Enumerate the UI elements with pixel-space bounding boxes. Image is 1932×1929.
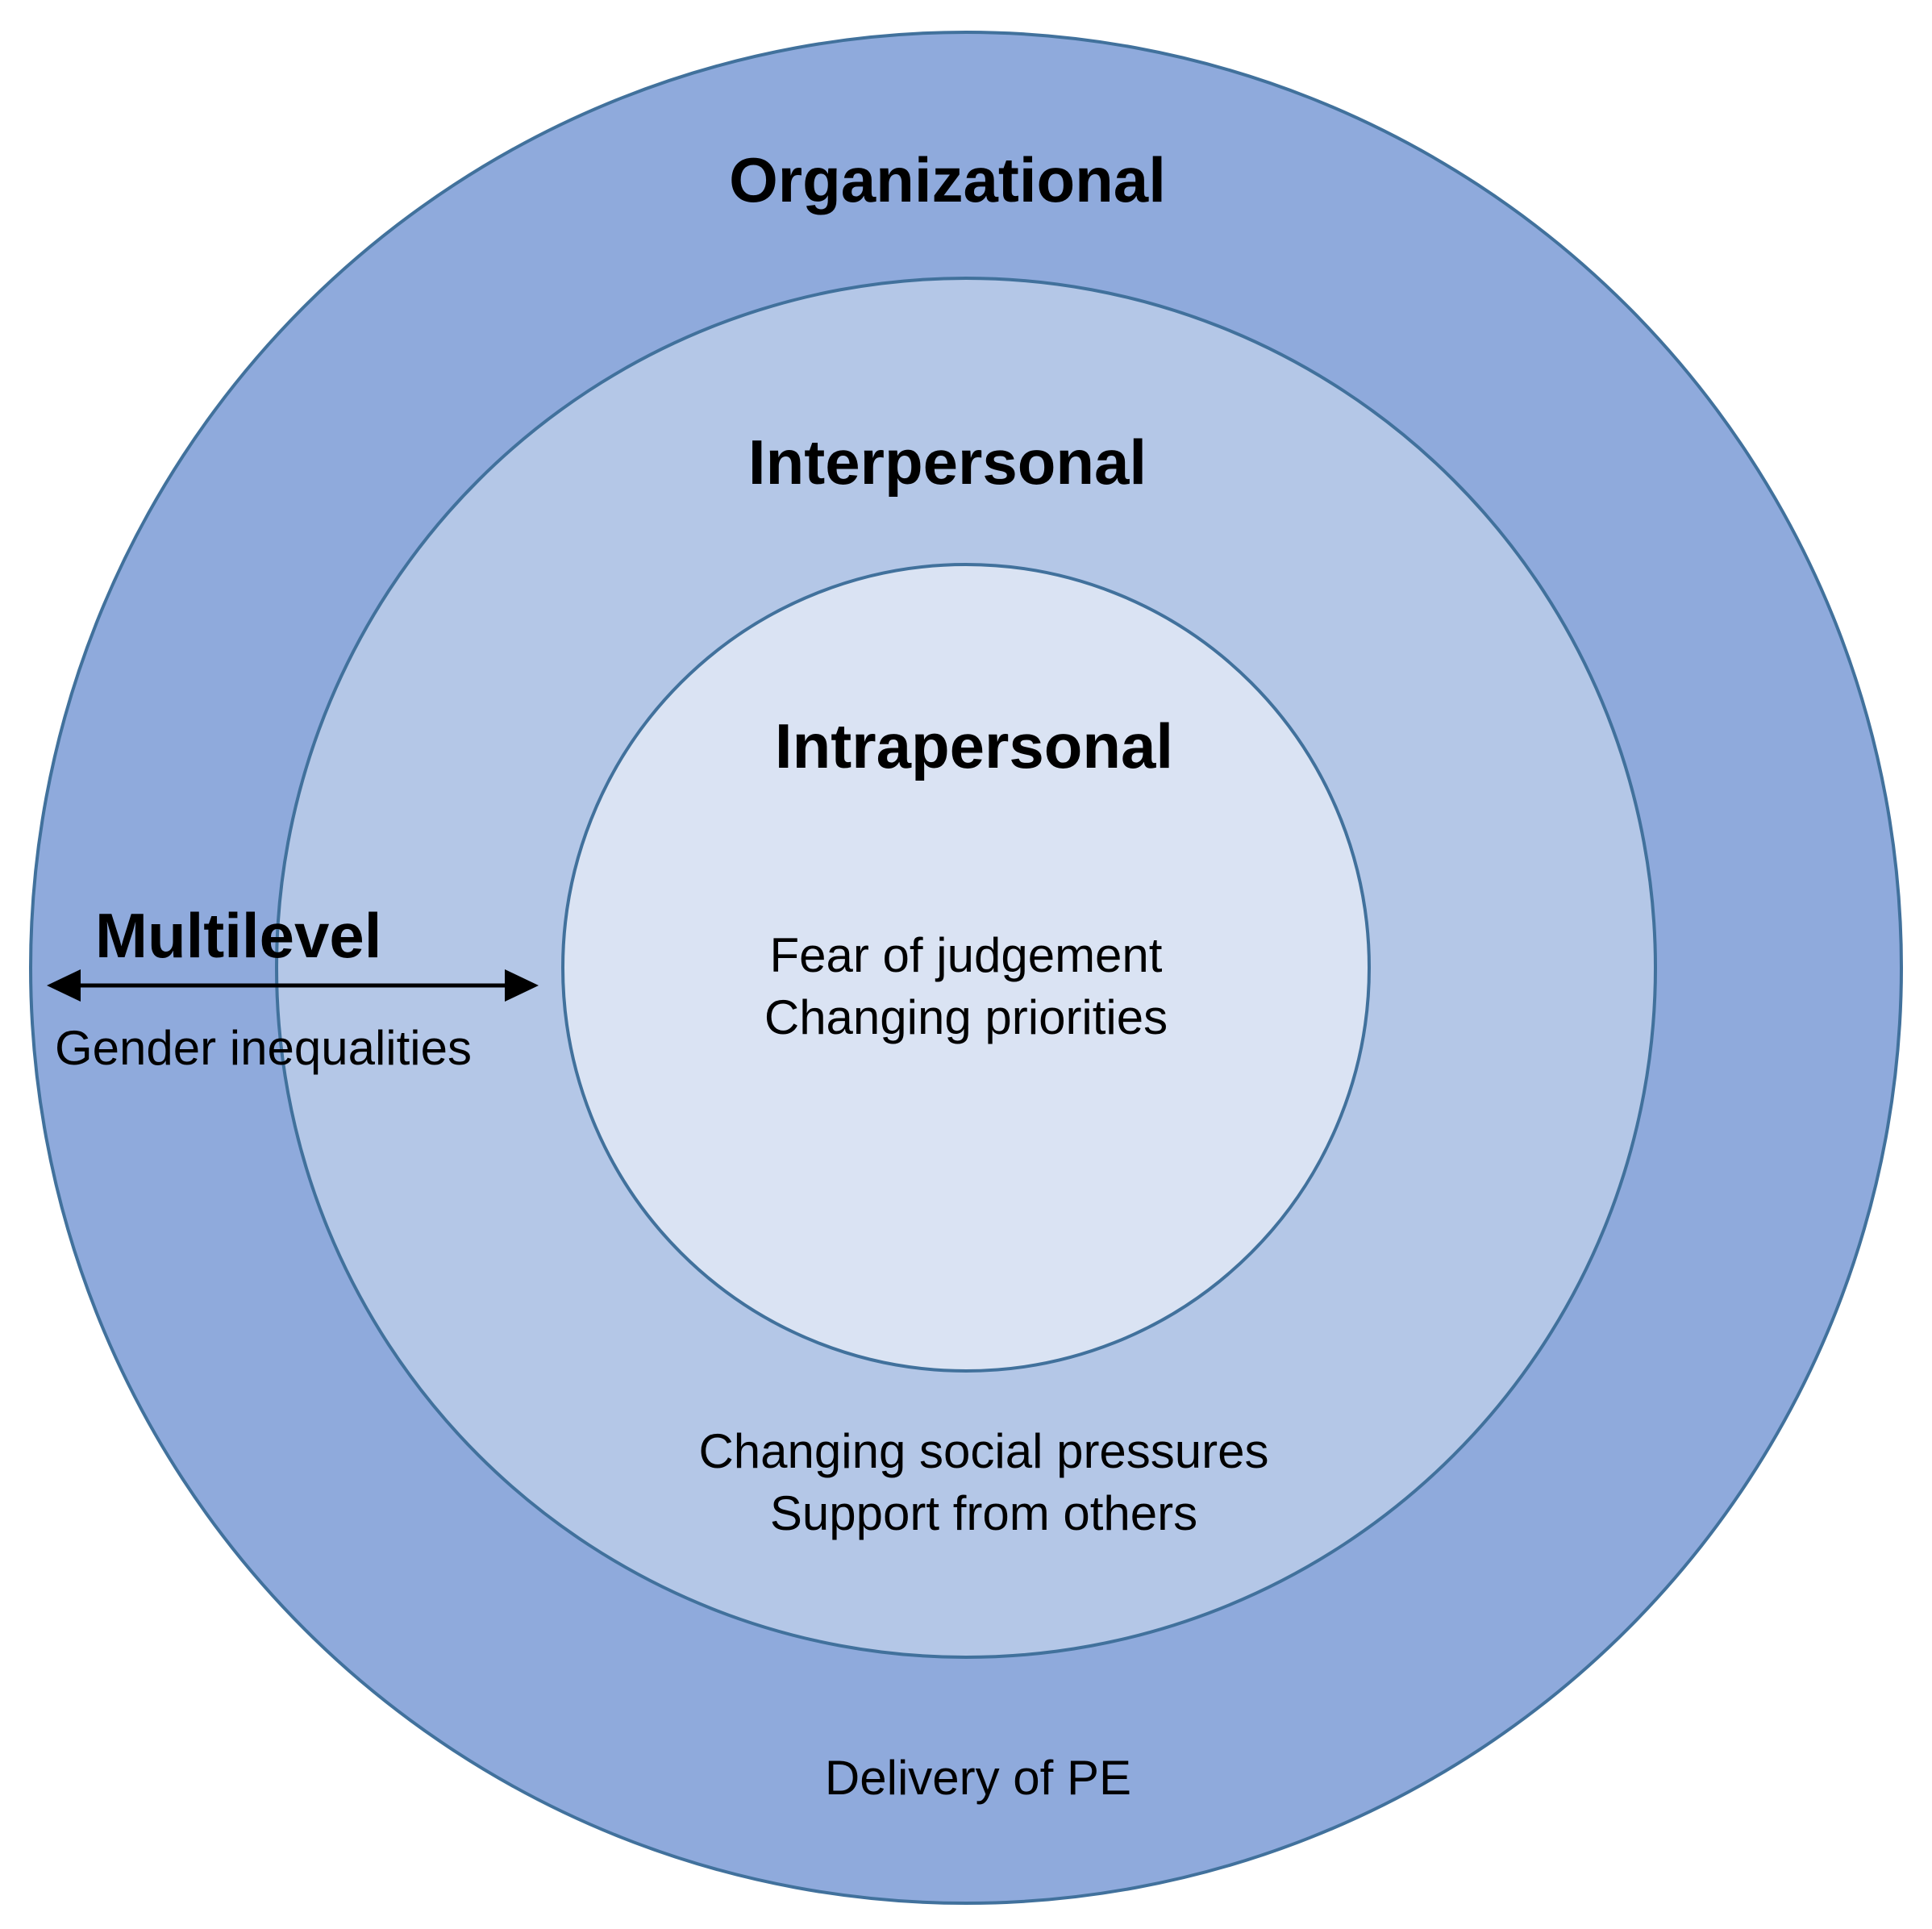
multilevel-item-gender-inequalities: Gender inequalities — [55, 1021, 472, 1075]
double-arrow-head-right — [505, 969, 539, 1002]
interpersonal-item-social-pressures: Changing social pressures — [698, 1424, 1268, 1478]
organizational-title: Organizational — [729, 144, 1166, 215]
intrapersonal-item-fear-of-judgement: Fear of judgement — [770, 928, 1163, 982]
double-arrow-head-left — [47, 969, 81, 1002]
double-arrow-icon — [47, 969, 539, 1002]
organizational-item-delivery-of-pe: Delivery of PE — [825, 1751, 1131, 1805]
intrapersonal-ring — [561, 563, 1371, 1373]
interpersonal-title: Interpersonal — [748, 427, 1147, 498]
intrapersonal-item-changing-priorities: Changing priorities — [764, 990, 1168, 1044]
multilevel-title: Multilevel — [95, 900, 381, 971]
intrapersonal-title: Intrapersonal — [775, 710, 1173, 781]
interpersonal-item-support-from-others: Support from others — [770, 1486, 1197, 1540]
